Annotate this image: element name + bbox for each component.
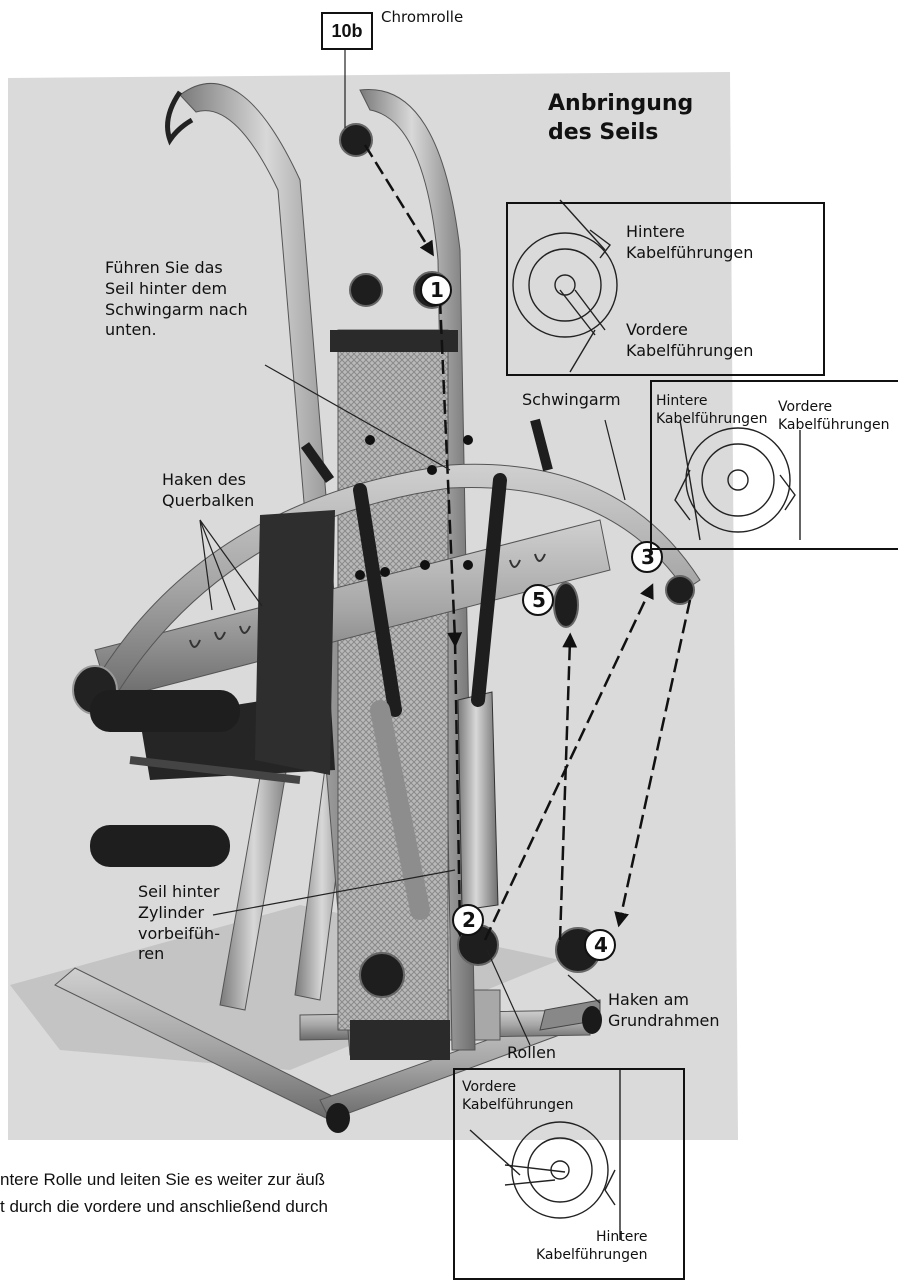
- inset-bottom-front-label: Vordere Kabelführungen: [462, 1079, 574, 1114]
- part-name: Chromrolle: [381, 8, 464, 26]
- label-base-hook: Haken am Grundrahmen: [608, 990, 720, 1030]
- inset-top-rear-label: Hintere Kabelführungen: [626, 222, 754, 262]
- inset-mid-front-label: Vordere Kabelführungen: [778, 399, 890, 434]
- inset-mid-rear-label: Hintere Kabelführungen: [656, 393, 768, 428]
- label-crossbar-hooks: Haken des Querbalken: [162, 470, 255, 510]
- inset-bottom-rear-label: Hintere Kabelführungen: [536, 1229, 648, 1264]
- label-pulleys: Rollen: [507, 1043, 557, 1062]
- inset-top: [506, 202, 825, 376]
- body-text-line-1: ntere Rolle und leiten Sie es weiter zur…: [0, 1170, 326, 1189]
- part-tag: 10b: [321, 12, 373, 50]
- step-2: 2: [462, 908, 476, 932]
- label-swing-arm: Schwingarm: [522, 390, 621, 409]
- step-1: 1: [430, 278, 444, 302]
- inset-mid: [650, 380, 898, 550]
- diagram-title: Anbringung des Seils: [548, 91, 694, 145]
- inset-top-front-label: Vordere Kabelführungen: [626, 320, 754, 360]
- step-4: 4: [594, 933, 608, 957]
- body-text-line-2: t durch die vordere und anschließend dur…: [0, 1197, 328, 1216]
- step-5: 5: [532, 588, 546, 612]
- step-3: 3: [641, 545, 655, 569]
- label-route-behind-arm: Führen Sie das Seil hinter dem Schwingar…: [105, 258, 248, 340]
- backrest: [255, 510, 335, 775]
- label-behind-cylinder: Seil hinter Zylinder vorbeifüh- ren: [138, 882, 220, 964]
- cylinder: [457, 691, 499, 911]
